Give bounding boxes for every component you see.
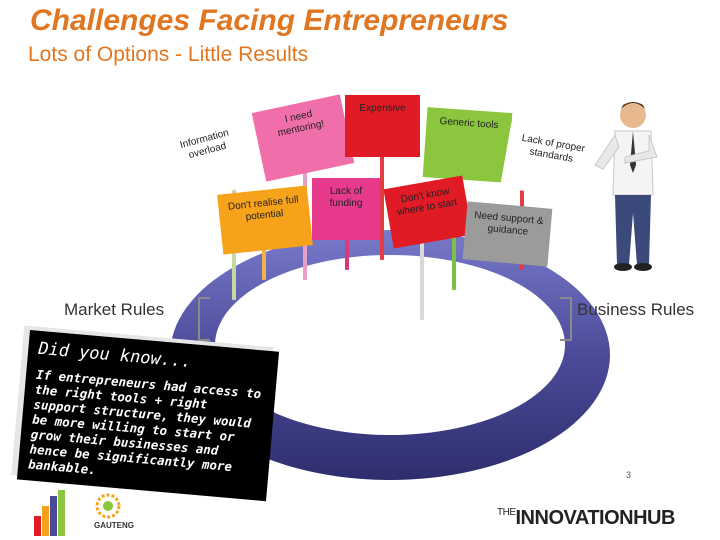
sign-support-guidance: Need support &guidance bbox=[462, 201, 553, 267]
gauteng-logo-text: GAUTENG bbox=[94, 521, 134, 530]
sign-generic-tools: Generic tools bbox=[422, 107, 513, 183]
post-funding bbox=[345, 210, 349, 270]
gauteng-logo: GAUTENG bbox=[94, 492, 134, 530]
post-realise bbox=[262, 230, 266, 280]
post-start bbox=[420, 220, 424, 320]
ring-inner bbox=[215, 255, 565, 435]
innovation-hub-prefix: THE bbox=[497, 507, 516, 518]
innovation-hub-name: INNOVATIONHUB bbox=[515, 507, 676, 529]
gauteng-emblem bbox=[95, 493, 121, 519]
innovation-hub-logo: THEINNOVATIONHUB bbox=[497, 507, 675, 530]
did-you-know-box: Did you know... If entrepreneurs had acc… bbox=[16, 330, 280, 502]
presenter-figure bbox=[594, 102, 658, 271]
business-rules-bracket bbox=[560, 297, 572, 341]
post-expensive bbox=[380, 140, 384, 260]
sign-expensive: Expensive bbox=[345, 95, 420, 157]
page-number: 3 bbox=[626, 470, 632, 480]
market-rules-label: Market Rules bbox=[64, 300, 165, 319]
did-you-know-body: If entrepreneurs had access to the right… bbox=[27, 366, 262, 478]
dti-logo bbox=[34, 490, 65, 536]
slide-subtitle: Lots of Options - Little Results bbox=[28, 43, 309, 66]
market-rules-bracket bbox=[198, 297, 210, 341]
slide-title: Challenges Facing Entrepreneurs bbox=[30, 4, 509, 37]
business-rules-label: Business Rules bbox=[577, 300, 695, 319]
